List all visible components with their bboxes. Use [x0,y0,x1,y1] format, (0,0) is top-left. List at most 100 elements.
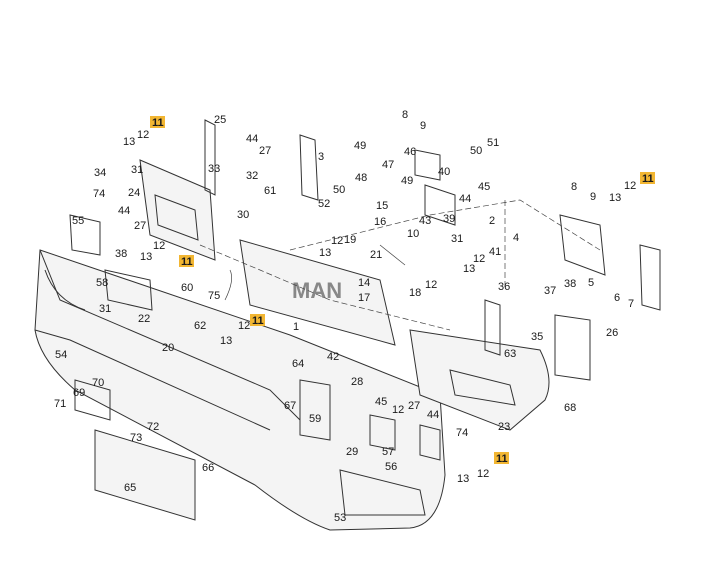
left-bracket [139,159,216,261]
part-label: 13 [463,263,475,275]
part-label: 24 [128,187,140,199]
part-label: 65 [124,482,136,494]
part-label: 13 [220,335,232,347]
part-label: 68 [564,402,576,414]
part-label: 11 [252,315,264,327]
part-label: 74 [93,188,105,200]
part-label: 5 [588,277,594,289]
part-label: 11 [496,453,508,465]
part-label: 22 [138,313,150,325]
part-label: 12 [425,279,437,291]
part-label: 70 [92,377,104,389]
part-label: 30 [237,209,249,221]
license-plate [94,429,196,521]
part-label: 31 [131,164,143,176]
part-label: 75 [208,290,220,302]
part-label: 4 [513,232,519,244]
highlight-box [150,116,165,128]
part-label: 27 [259,145,271,157]
part-label: 27 [408,400,420,412]
part-label: 13 [609,192,621,204]
part-label: 3 [318,151,324,163]
part-label: 12 [137,129,149,141]
part-label: 45 [375,396,387,408]
svg-text:MAN: MAN [292,278,342,303]
part-label: 32 [246,170,258,182]
part-label: 41 [489,246,501,258]
part-label: 44 [427,409,439,421]
part-label: 38 [564,278,576,290]
part-label: 23 [498,421,510,433]
part-label: 13 [457,473,469,485]
part-label: 12 [473,253,485,265]
part-label: 12 [392,404,404,416]
part-label: 12 [624,180,636,192]
part-label: 2 [489,215,495,227]
right-bracket [559,214,606,276]
highlight-box [179,255,194,267]
part-label: 13 [123,136,135,148]
part-label: 58 [96,277,108,289]
part-label: 64 [292,358,304,370]
part-label: 47 [382,159,394,171]
part-label: 1 [293,321,299,333]
front-bumper-main [34,249,446,531]
center-panel [239,239,396,346]
part-label: 42 [327,351,339,363]
part-label: 51 [487,137,499,149]
part-label: 66 [202,462,214,474]
part-label: 18 [409,287,421,299]
part-label: 44 [118,205,130,217]
highlight-box [250,314,265,326]
part-label: 67 [284,400,296,412]
part-label: 49 [401,175,413,187]
part-label: 60 [181,282,193,294]
part-label: 53 [334,512,346,524]
part-label: 69 [73,387,85,399]
part-label: 9 [420,120,426,132]
part-label: 57 [382,446,394,458]
part-label: 8 [571,181,577,193]
part-label: 43 [419,215,431,227]
part-label: 36 [498,281,510,293]
part-label: 10 [407,228,419,240]
part-label: 12 [331,235,343,247]
part-label: 27 [134,220,146,232]
part-label: 31 [451,233,463,245]
part-label: 62 [194,320,206,332]
part-label: 63 [504,348,516,360]
part-label: 20 [162,342,174,354]
part-label: 13 [140,251,152,263]
part-label: 48 [355,172,367,184]
part-label: 38 [115,248,127,260]
part-label: 16 [374,216,386,228]
part-label: 37 [544,285,556,297]
part-label: 9 [590,191,596,203]
part-label: 73 [130,432,142,444]
part-label: 6 [614,292,620,304]
part-label: 59 [309,413,321,425]
highlight-box [494,452,509,464]
part-label: 17 [358,292,370,304]
part-label: 34 [94,167,106,179]
part-label: 11 [152,117,164,129]
part-label: 19 [344,234,356,246]
part-label: 11 [642,173,654,185]
part-label: 25 [214,114,226,126]
part-label: 7 [628,298,634,310]
part-label: 74 [456,427,468,439]
part-label: 28 [351,376,363,388]
part-label: 71 [54,398,66,410]
part-label: 13 [319,247,331,259]
part-label: 55 [72,215,84,227]
part-label: 35 [531,331,543,343]
part-label: 50 [333,184,345,196]
part-label: 46 [404,146,416,158]
part-label: 14 [358,277,370,289]
part-label: 33 [208,163,220,175]
part-label: 52 [318,198,330,210]
part-label: 50 [470,145,482,157]
part-label: 44 [459,193,471,205]
